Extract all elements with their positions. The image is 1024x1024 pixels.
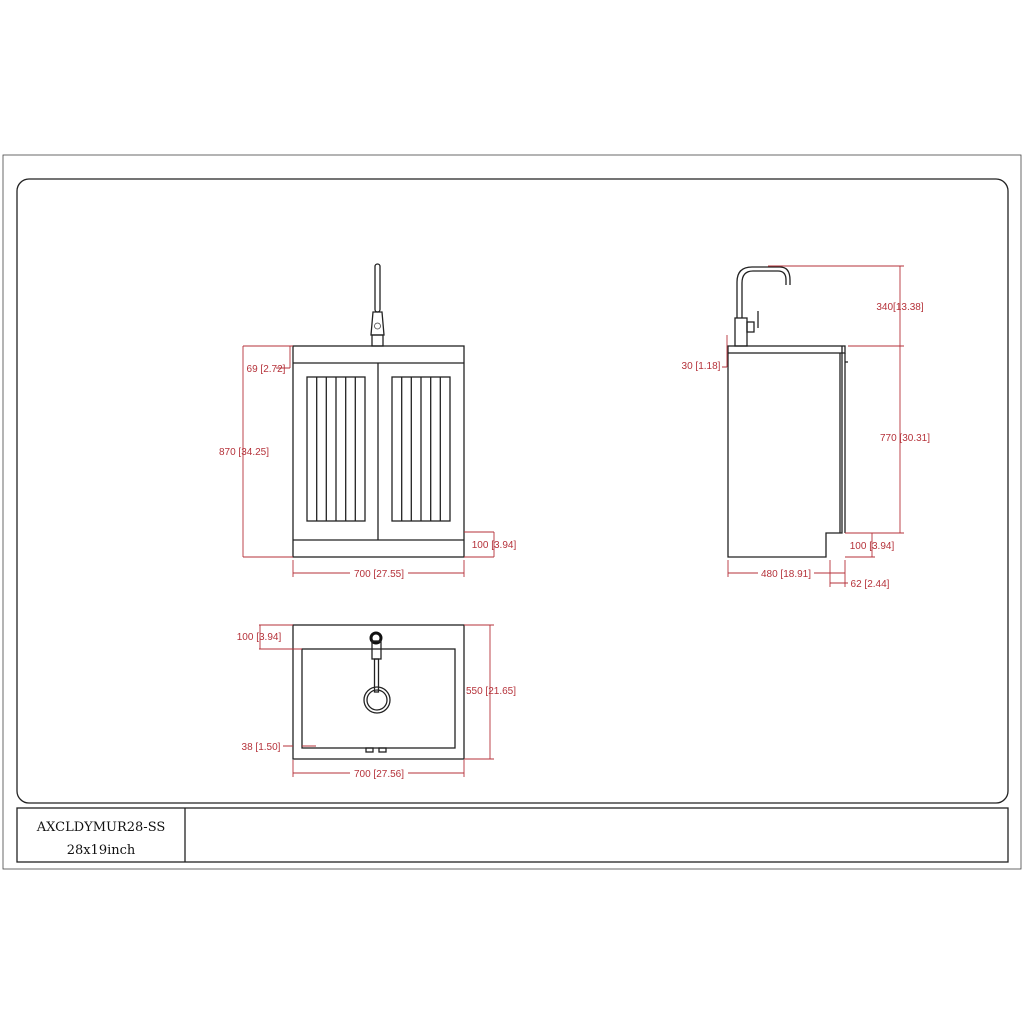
door-slats <box>306 376 451 522</box>
dim-depth-top: 550 [21.65] <box>466 686 516 697</box>
title-block: AXCLDYMUR28-SS 28x19inch <box>16 807 1009 863</box>
cabinet-front <box>292 345 465 558</box>
front-dimensions: 870 [34.25] 69 [2.72] 100 [3.94] 700 [27… <box>219 345 517 580</box>
side-dimensions: 340[13.38] 770 [30.31] 30 [1.18] 100 [3.… <box>682 265 930 590</box>
dim-width-top: 700 [27.56] <box>354 769 404 780</box>
faucet-top <box>363 631 391 714</box>
faucet-front <box>370 263 385 347</box>
dim-back-margin: 100 [3.94] <box>237 632 282 643</box>
front-view: 870 [34.25] 69 [2.72] 100 [3.94] 700 [27… <box>219 263 517 580</box>
sheet-border <box>2 154 1022 870</box>
top-view: 100 [3.94] 550 [21.65] 38 [1.50] 700 [27… <box>237 624 516 780</box>
dim-base-height: 100 [3.94] <box>472 540 517 551</box>
dim-base-height-side: 100 [3.94] <box>850 541 895 552</box>
dim-depth: 480 [18.91] <box>761 569 811 580</box>
faucet-side <box>734 266 791 347</box>
dim-width: 700 [27.55] <box>354 569 404 580</box>
side-view: 340[13.38] 770 [30.31] 30 [1.18] 100 [3.… <box>682 265 930 590</box>
dim-height: 870 [34.25] <box>219 447 269 458</box>
countertop-outline <box>292 624 465 760</box>
dim-body-height: 770 [30.31] <box>880 433 930 444</box>
dim-top-thickness-side: 30 [1.18] <box>682 361 721 372</box>
dim-front-margin: 38 [1.50] <box>242 742 281 753</box>
dim-top-thickness: 69 [2.72] <box>247 364 286 375</box>
dim-toe-kick: 62 [2.44] <box>851 579 890 590</box>
model-number: AXCLDYMUR28-SS <box>36 820 166 835</box>
model-size: 28x19inch <box>67 843 136 858</box>
drawing-frame <box>16 178 1009 804</box>
top-dimensions: 100 [3.94] 550 [21.65] 38 [1.50] 700 [27… <box>237 624 516 780</box>
dim-faucet-height: 340[13.38] <box>876 302 923 313</box>
